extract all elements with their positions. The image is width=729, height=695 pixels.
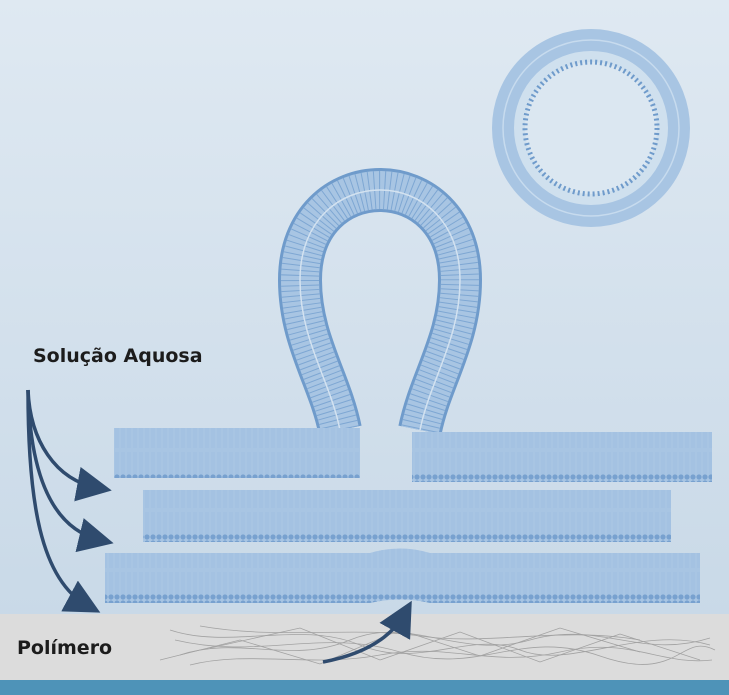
aqueous-solution-label: Solução Aquosa (33, 345, 203, 367)
bilayer-top-right (412, 432, 712, 482)
bilayer-top-left (114, 428, 360, 478)
bilayer-bottom (105, 549, 700, 604)
bilayer-middle (143, 490, 671, 542)
free-vesicle (499, 36, 683, 220)
substrate-layer (0, 680, 729, 695)
polymer-label: Polímero (17, 637, 112, 659)
